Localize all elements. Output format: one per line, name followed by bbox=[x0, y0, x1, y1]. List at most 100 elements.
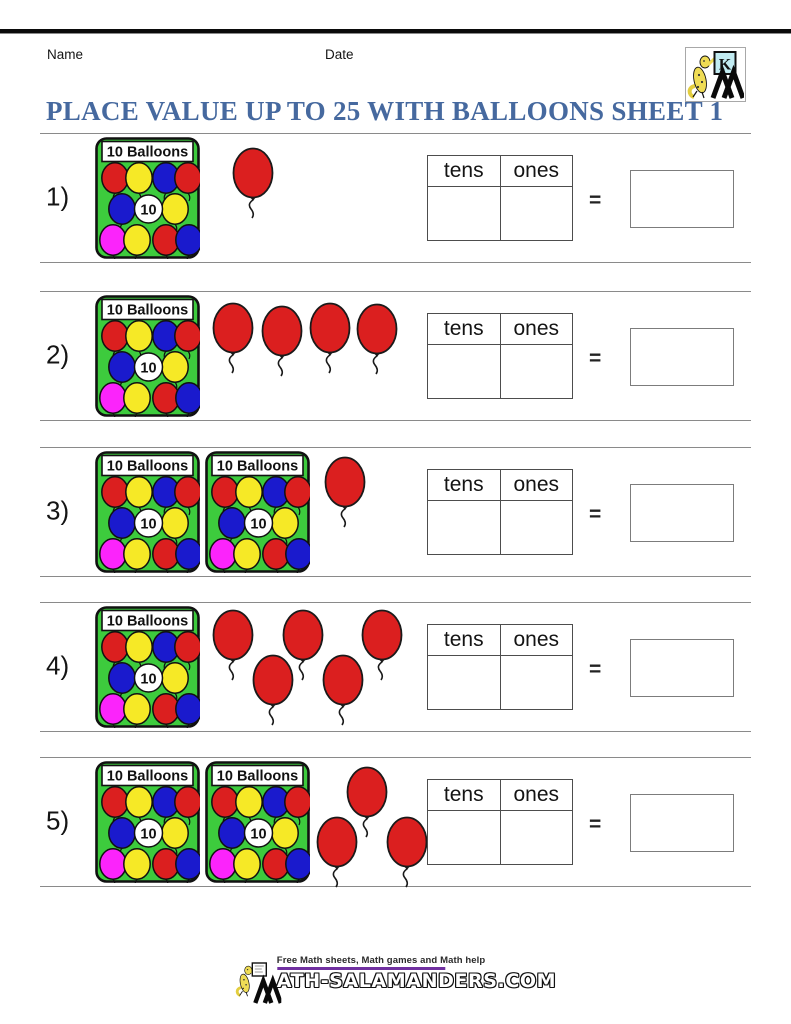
ones-header: ones bbox=[499, 155, 573, 187]
answer-box[interactable] bbox=[630, 639, 734, 697]
worksheet-problem-row: 2) 10 Balloons 10 tens ones = bbox=[40, 291, 751, 422]
loose-red-balloon bbox=[211, 302, 255, 379]
ten-balloons-card-graphic: 10 Balloons 10 bbox=[95, 761, 203, 888]
ten-balloons-card-graphic: 10 Balloons 10 bbox=[95, 137, 203, 264]
equals-sign: = bbox=[589, 658, 602, 681]
footer-underline bbox=[276, 967, 445, 970]
ten-balloons-card: 10 Balloons 10 bbox=[95, 761, 203, 888]
loose-red-balloon bbox=[321, 654, 365, 731]
ten-balloons-card: 10 Balloons 10 bbox=[95, 451, 203, 578]
equals-sign: = bbox=[589, 813, 602, 836]
ones-header: ones bbox=[499, 624, 573, 656]
loose-red-balloon bbox=[308, 302, 352, 379]
svg-text:10 Balloons: 10 Balloons bbox=[107, 769, 188, 785]
tens-answer-cell[interactable] bbox=[427, 186, 501, 241]
place-value-table: tens ones bbox=[427, 624, 573, 710]
red-balloon bbox=[212, 609, 254, 681]
loose-red-balloon bbox=[323, 456, 367, 533]
problem-number-label: 5) bbox=[46, 805, 70, 836]
loose-red-balloon bbox=[260, 305, 304, 382]
ten-balloons-card-graphic: 10 Balloons 10 bbox=[205, 451, 313, 578]
svg-text:10: 10 bbox=[250, 827, 266, 843]
problem-number-label: 3) bbox=[46, 495, 70, 526]
loose-red-balloon bbox=[211, 609, 255, 686]
loose-red-balloon bbox=[231, 147, 275, 224]
red-balloon bbox=[386, 816, 428, 888]
ones-answer-cell[interactable] bbox=[499, 500, 573, 555]
red-balloon bbox=[232, 147, 274, 219]
ones-answer-cell[interactable] bbox=[499, 655, 573, 710]
svg-text:10 Balloons: 10 Balloons bbox=[217, 459, 298, 475]
math-salamanders-logo: K bbox=[685, 47, 746, 102]
svg-text:10 Balloons: 10 Balloons bbox=[107, 459, 188, 475]
svg-text:10 Balloons: 10 Balloons bbox=[107, 303, 188, 319]
loose-red-balloon bbox=[345, 766, 389, 843]
ten-balloons-card-graphic: 10 Balloons 10 bbox=[95, 451, 203, 578]
ones-answer-cell[interactable] bbox=[499, 186, 573, 241]
problem-number-label: 4) bbox=[46, 650, 70, 681]
answer-box[interactable] bbox=[630, 484, 734, 542]
date-label: Date bbox=[325, 47, 354, 62]
red-balloon bbox=[324, 456, 366, 528]
ten-balloons-card-graphic: 10 Balloons 10 bbox=[95, 295, 203, 422]
tens-header: tens bbox=[427, 313, 501, 345]
loose-red-balloon bbox=[315, 816, 359, 893]
place-value-table: tens ones bbox=[427, 155, 573, 241]
tens-header: tens bbox=[427, 469, 501, 501]
tens-header: tens bbox=[427, 624, 501, 656]
loose-red-balloon bbox=[281, 609, 325, 686]
problem-number-label: 2) bbox=[46, 339, 70, 370]
equals-sign: = bbox=[589, 347, 602, 370]
answer-box[interactable] bbox=[630, 328, 734, 386]
tens-answer-cell[interactable] bbox=[427, 810, 501, 865]
ten-balloons-card: 10 Balloons 10 bbox=[95, 295, 203, 422]
place-value-table: tens ones bbox=[427, 313, 573, 399]
ones-header: ones bbox=[499, 313, 573, 345]
ones-answer-cell[interactable] bbox=[499, 344, 573, 399]
ten-balloons-card: 10 Balloons 10 bbox=[205, 761, 313, 888]
svg-text:10: 10 bbox=[140, 361, 156, 377]
footer-tagline: Free Math sheets, Math games and Math he… bbox=[276, 955, 486, 966]
tens-answer-cell[interactable] bbox=[427, 655, 501, 710]
red-balloon bbox=[261, 305, 303, 377]
problem-number-label: 1) bbox=[46, 181, 70, 212]
svg-text:10 Balloons: 10 Balloons bbox=[217, 769, 298, 785]
red-balloon bbox=[212, 302, 254, 374]
red-balloon bbox=[322, 654, 364, 726]
ones-header: ones bbox=[499, 779, 573, 811]
footer-site-text: ATH-SALAMANDERS.COM bbox=[276, 969, 557, 992]
answer-box[interactable] bbox=[630, 170, 734, 228]
place-value-table: tens ones bbox=[427, 779, 573, 865]
svg-text:10: 10 bbox=[140, 827, 156, 843]
ten-balloons-cards: 10 Balloons 10 10 Balloons 10 bbox=[95, 451, 313, 578]
ones-answer-cell[interactable] bbox=[499, 810, 573, 865]
red-balloon bbox=[356, 303, 398, 375]
tens-answer-cell[interactable] bbox=[427, 500, 501, 555]
loose-red-balloon bbox=[360, 609, 404, 686]
svg-text:10: 10 bbox=[250, 517, 266, 533]
svg-text:10: 10 bbox=[140, 672, 156, 688]
equals-sign: = bbox=[589, 189, 602, 212]
footer-salamander-logo bbox=[235, 961, 283, 1010]
place-value-table: tens ones bbox=[427, 469, 573, 555]
red-balloon bbox=[252, 654, 294, 726]
svg-text:10: 10 bbox=[140, 203, 156, 219]
red-balloon bbox=[309, 302, 351, 374]
ten-balloons-cards: 10 Balloons 10 10 Balloons 10 bbox=[95, 761, 313, 888]
tens-header: tens bbox=[427, 779, 501, 811]
red-balloon bbox=[282, 609, 324, 681]
footer: Free Math sheets, Math games and Math he… bbox=[235, 955, 556, 1010]
red-balloon bbox=[361, 609, 403, 681]
tens-answer-cell[interactable] bbox=[427, 344, 501, 399]
equals-sign: = bbox=[589, 503, 602, 526]
svg-text:10: 10 bbox=[140, 517, 156, 533]
answer-box[interactable] bbox=[630, 794, 734, 852]
svg-text:10 Balloons: 10 Balloons bbox=[107, 145, 188, 161]
salamander-logo-graphic: K bbox=[687, 51, 744, 99]
